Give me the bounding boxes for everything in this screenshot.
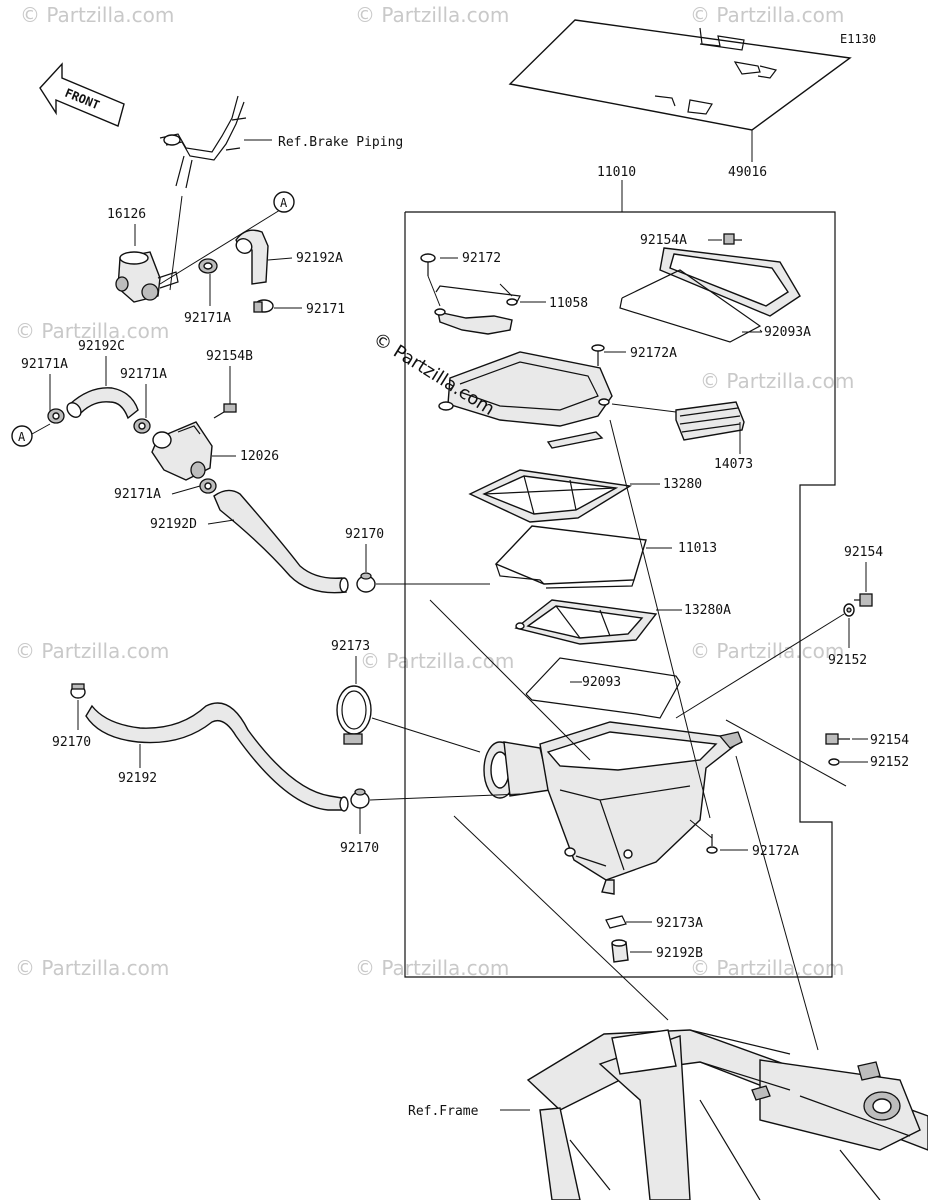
part-label-92171a: 92171A <box>120 367 167 382</box>
part-label-92192c: 92192C <box>78 339 125 354</box>
clamp-92171a <box>199 478 217 494</box>
gasket-92093a <box>619 247 801 343</box>
watermark: © Partzilla.com <box>15 639 169 663</box>
part-label-92172: 92172 <box>462 251 501 266</box>
air-box <box>483 721 743 895</box>
part-label-92172a: 92172A <box>752 844 799 859</box>
callout-a-marker <box>273 191 295 213</box>
part-label-92172a: 92172A <box>630 346 677 361</box>
part-label-11010: 11010 <box>597 165 636 180</box>
duct-14073 <box>675 401 745 441</box>
clamp-92170 <box>350 788 370 809</box>
part-label-92152: 92152 <box>870 755 909 770</box>
hose-92192d <box>213 489 347 594</box>
screw-92172 <box>420 253 436 276</box>
filter-frame-13280a <box>514 599 658 645</box>
clamp-92171a <box>47 408 65 424</box>
watermark: © Partzilla.com <box>690 3 844 27</box>
filter-element-11013 <box>494 525 647 589</box>
part-label-92171: 92171 <box>306 302 345 317</box>
part-label-11058: 11058 <box>549 296 588 311</box>
part-label-92171a: 92171A <box>114 487 161 502</box>
part-label-92093: 92093 <box>582 675 621 690</box>
part-label-92170: 92170 <box>340 841 379 856</box>
seal-92093 <box>525 657 681 719</box>
valve-16126 <box>115 251 179 303</box>
hose-92192a <box>235 229 269 285</box>
mat-49016 <box>508 19 852 131</box>
plate-11058 <box>434 285 521 335</box>
watermark: © Partzilla.com <box>15 319 169 343</box>
hose-92192c <box>69 387 139 420</box>
part-label-13280: 13280 <box>663 477 702 492</box>
clamp-92173a <box>605 915 627 929</box>
part-label-49016: 49016 <box>728 165 767 180</box>
upper-case <box>438 351 613 427</box>
watermark: © Partzilla.com <box>700 369 854 393</box>
part-label-16126: 16126 <box>107 207 146 222</box>
clamp-92170 <box>70 683 86 699</box>
bolt-92154b <box>213 403 237 419</box>
part-label-92170: 92170 <box>345 527 384 542</box>
callout-a-label: A <box>280 196 288 210</box>
part-label-92192a: 92192A <box>296 251 343 266</box>
part-label-11013: 11013 <box>678 541 717 556</box>
hose-92192b <box>611 939 629 963</box>
part-label-92154: 92154 <box>870 733 909 748</box>
bolt-92154 <box>825 733 850 745</box>
screw-92172a <box>591 344 605 366</box>
watermark: © Partzilla.com <box>15 956 169 980</box>
watermark: © Partzilla.com <box>20 3 174 27</box>
part-label-92154a: 92154A <box>640 233 687 248</box>
part-label-92173a: 92173A <box>656 916 703 931</box>
bolt-92154 <box>854 593 873 607</box>
screw-92172a <box>706 834 718 854</box>
part-label-14073: 14073 <box>714 457 753 472</box>
part-label-92192d: 92192D <box>150 517 197 532</box>
part-label-92171a: 92171A <box>21 357 68 372</box>
clamp-92171a <box>198 258 218 274</box>
part-label-92154: 92154 <box>844 545 883 560</box>
strap <box>546 431 604 449</box>
part-label-13280a: 13280A <box>684 603 731 618</box>
watermark: © Partzilla.com <box>355 3 509 27</box>
valve-12026 <box>151 421 213 481</box>
part-label-92192b: 92192B <box>656 946 703 961</box>
part-label-92170: 92170 <box>52 735 91 750</box>
watermark-layer: © Partzilla.com © Partzilla.com © Partzi… <box>15 3 854 980</box>
clamp-92171 <box>253 299 274 313</box>
part-label-92154b: 92154B <box>206 349 253 364</box>
washer-92152 <box>843 603 855 617</box>
filter-frame-13280 <box>468 469 633 523</box>
watermark: © Partzilla.com <box>690 639 844 663</box>
hose-92192 <box>85 702 343 811</box>
clamp-92170 <box>356 572 376 593</box>
frame <box>526 1029 928 1200</box>
ref-frame: Ref.Frame <box>408 1104 479 1119</box>
bolt-92154a <box>723 233 742 245</box>
part-label-12026: 12026 <box>240 449 279 464</box>
washer-92152 <box>828 758 840 766</box>
part-label-92192: 92192 <box>118 771 157 786</box>
ref-brake-piping: Ref.Brake Piping <box>278 135 403 150</box>
part-label-92171a: 92171A <box>184 311 231 326</box>
part-label-92152: 92152 <box>828 653 867 668</box>
clamp-92173 <box>336 685 372 745</box>
watermark: © Partzilla.com <box>355 956 509 980</box>
part-label-92173: 92173 <box>331 639 370 654</box>
brake-pipe-bracket <box>159 95 247 189</box>
callout-a-marker <box>11 425 33 447</box>
assembly-bracket-11010 <box>404 211 836 978</box>
callout-a-label: A <box>18 430 26 444</box>
diagram-code: E1130 <box>840 32 876 46</box>
part-label-92093a: 92093A <box>764 325 811 340</box>
clamp-92171a <box>133 418 151 434</box>
watermark: © Partzilla.com <box>690 956 844 980</box>
watermark: © Partzilla.com <box>360 649 514 673</box>
front-arrow: FRONT <box>39 62 125 127</box>
